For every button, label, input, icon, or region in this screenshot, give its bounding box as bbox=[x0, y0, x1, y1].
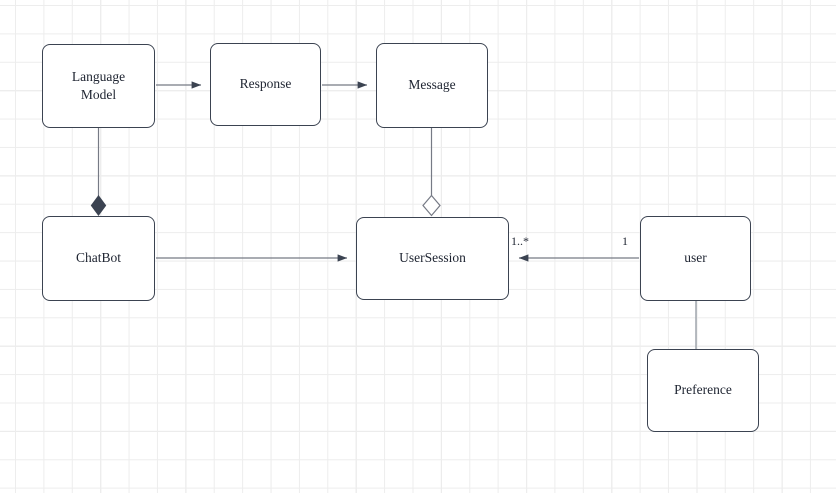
node-label-preference: Preference bbox=[674, 382, 732, 398]
edge-message-aggregates-usersession bbox=[422, 128, 441, 217]
multiplicity-label-target: 1..* bbox=[511, 234, 529, 248]
edge-language-model-composes-chatbot bbox=[90, 128, 107, 217]
node-chatbot[interactable]: ChatBot bbox=[42, 216, 155, 301]
node-label-chatbot: ChatBot bbox=[75, 250, 121, 266]
node-preference[interactable]: Preference bbox=[647, 349, 759, 432]
filled-diamond-icon bbox=[90, 194, 107, 217]
node-language-model[interactable]: Language Model bbox=[42, 44, 155, 128]
node-usersession[interactable]: UserSession bbox=[356, 217, 509, 300]
node-label-usersession: UserSession bbox=[399, 250, 466, 266]
node-label-message: Message bbox=[408, 77, 456, 93]
multiplicity-label-source: 1 bbox=[622, 234, 628, 248]
node-label-language-model: Language Model bbox=[71, 68, 126, 102]
hollow-diamond-icon bbox=[422, 194, 441, 217]
node-label-response: Response bbox=[239, 76, 292, 92]
node-message[interactable]: Message bbox=[376, 43, 488, 128]
node-user[interactable]: user bbox=[640, 216, 751, 301]
node-response[interactable]: Response bbox=[210, 43, 321, 126]
node-label-user: user bbox=[684, 250, 707, 266]
